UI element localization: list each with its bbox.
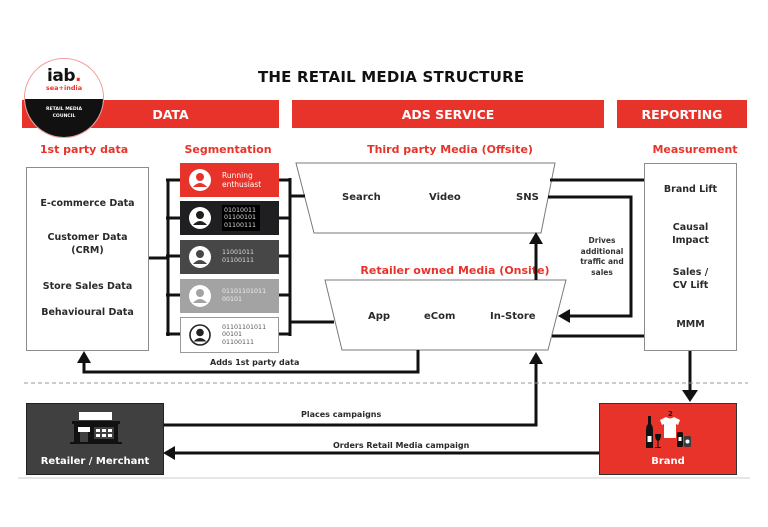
logo-brand-text: iab [47, 66, 75, 86]
offsite-item-search: Search [342, 192, 381, 203]
first-party-item: Store Sales Data [42, 281, 133, 292]
measurement-item: CV Lift [672, 280, 709, 291]
retailer-label: Retailer / Merchant [40, 456, 150, 467]
drives-note-line: traffic and [580, 257, 624, 266]
first-party-item: (CRM) [71, 245, 104, 256]
onsite-trapezoid [324, 279, 567, 351]
flow-label-adds-first-party: Adds 1st party data [210, 358, 300, 367]
first-party-item: Behavioural Data [41, 307, 134, 318]
logo-region-text: sea+india [45, 84, 83, 92]
segment-binary-4: 01101101011 00101 01100111 [180, 317, 279, 353]
flow-label-places-campaigns: Places campaigns [301, 410, 382, 419]
onsite-item-app: App [368, 311, 391, 322]
arrow-to-offsite [529, 232, 543, 244]
arrow-to-first-party [77, 351, 91, 363]
flow-label-orders-campaign: Orders Retail Media campaign [333, 441, 470, 450]
retailer-merchant-box: Retailer / Merchant [26, 403, 164, 475]
segment-text: 00101 [222, 296, 243, 303]
segment-text: Running [222, 171, 253, 180]
band-ads-service: ADS SERVICE [292, 100, 604, 128]
arrow-to-onsite-right [558, 309, 570, 323]
segment-running-enthusiast: Running enthusiast [180, 163, 279, 197]
brand-badge-text: 2 [668, 410, 673, 418]
person-icon [189, 169, 211, 191]
arrow-to-retailer [163, 446, 175, 460]
first-party-item: E-commerce Data [40, 198, 135, 209]
segment-text: 01100111 [222, 257, 255, 264]
segment-text: 01100101 [224, 214, 257, 222]
band-reporting: REPORTING [617, 100, 747, 128]
offsite-heading: Third party Media (Offsite) [367, 143, 533, 156]
segment-binary-1: 01010011 01100101 01100111 [180, 201, 279, 235]
segment-text: 01101101011 [222, 288, 267, 296]
page-title: THE RETAIL MEDIA STRUCTURE [258, 68, 525, 86]
person-icon [189, 246, 211, 268]
drives-note-line: additional [580, 246, 624, 256]
drives-traffic-note: Drives additional traffic and sales [574, 236, 630, 278]
measurement-item: MMM [676, 319, 705, 330]
measurement-item: Brand Lift [663, 184, 718, 195]
arrow-to-onsite-bottom [529, 352, 543, 364]
logo-council-text-1: RETAIL MEDIA [45, 107, 83, 112]
measurement-item: Causal [672, 222, 709, 233]
measurement-heading: Measurement [652, 143, 738, 156]
onsite-item-ecom: eCom [424, 311, 456, 322]
brand-products-icon: 2 [646, 410, 691, 448]
measurement-box: Brand Lift Causal Impact Sales / CV Lift… [644, 163, 737, 351]
segment-text: 01101101011 [222, 323, 267, 331]
onsite-item-in-store: In-Store [490, 311, 536, 322]
logo-council-text-2: COUNCIL [52, 114, 76, 119]
brand-label: Brand [651, 456, 685, 467]
first-party-heading: 1st party data [39, 143, 129, 156]
iab-logo-badge: iab. sea+india RETAIL MEDIA COUNCIL [24, 58, 104, 138]
band-reporting-label: REPORTING [641, 106, 723, 122]
drives-note-line: sales [591, 267, 613, 277]
segment-binary-3: 01101101011 00101 [180, 279, 279, 313]
offsite-item-video: Video [429, 192, 461, 203]
segmentation-heading: Segmentation [184, 143, 272, 156]
band-ads-service-label: ADS SERVICE [401, 106, 495, 122]
store-icon [70, 412, 122, 444]
onsite-heading: Retailer owned Media (Onsite) [360, 264, 550, 277]
segment-text: 11001011 [222, 249, 255, 257]
segment-text: 01100111 [222, 338, 255, 346]
offsite-item-sns: SNS [516, 192, 539, 203]
segment-binary-2: 11001011 01100111 [180, 240, 279, 274]
brand-box: 2 Brand [599, 403, 737, 475]
first-party-item: Customer Data [47, 232, 128, 243]
segment-text: 01100111 [224, 221, 257, 229]
arrow-to-brand [682, 390, 698, 402]
segment-text: enthusiast [222, 180, 262, 189]
person-icon [189, 285, 211, 307]
offsite-trapezoid [295, 162, 556, 234]
band-data-label: DATA [152, 106, 189, 122]
measurement-item: Impact [672, 235, 709, 246]
person-icon [189, 324, 211, 346]
first-party-box: E-commerce Data Customer Data (CRM) Stor… [26, 167, 149, 351]
drives-note-line: Drives [588, 236, 616, 245]
measurement-item: Sales / [672, 267, 709, 278]
segment-text: 01010011 [224, 206, 257, 214]
segment-text: 00101 [222, 331, 243, 339]
person-icon [189, 207, 211, 229]
